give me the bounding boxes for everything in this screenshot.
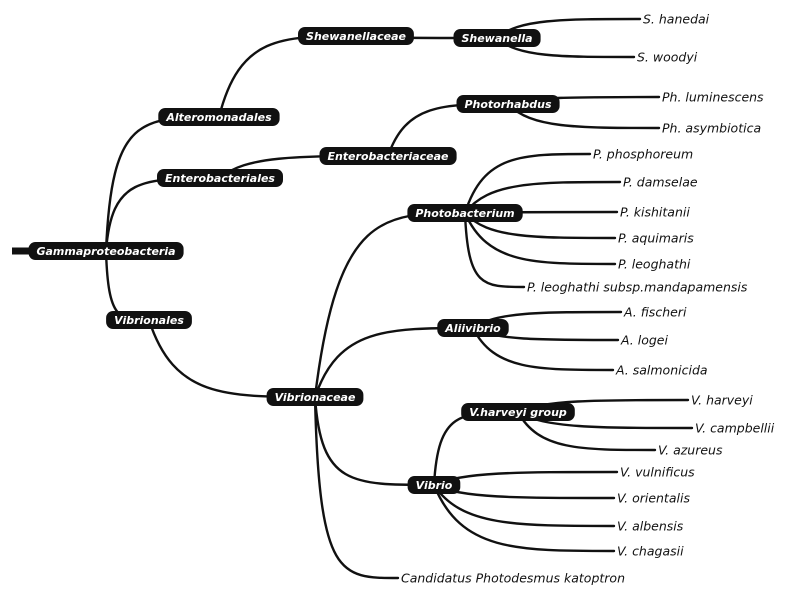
node-pill: [453, 29, 541, 47]
node-pill: [437, 319, 509, 337]
node-label: P. aquimaris: [618, 231, 694, 246]
node-label: V. azureus: [658, 443, 723, 458]
node-label: P. leoghathi: [618, 257, 691, 272]
node-label: A. logei: [620, 333, 668, 348]
node-label: V.harveyi group: [469, 406, 567, 419]
species-label-a_salmo: A. salmonicida: [615, 363, 708, 378]
edge-photobacterium-p_leog: [463, 211, 617, 266]
node-label: V. harveyi: [691, 393, 753, 408]
species-label-p_leog: P. leoghathi: [618, 257, 691, 272]
node-pill: [456, 95, 560, 113]
node-label: V. campbellii: [695, 421, 775, 436]
taxon-node-photorhabdus: Photorhabdus: [456, 95, 560, 113]
node-label: Alteromonadales: [165, 111, 272, 124]
species-label-a_fisch: A. fischeri: [623, 305, 687, 320]
edge-vibrionaceae-cand: [313, 395, 400, 580]
node-pill: [157, 169, 283, 187]
taxon-node-entero: Enterobacteriales: [157, 169, 283, 187]
node-label: Vibrionales: [114, 314, 184, 327]
edge-vibrio-v_albe: [432, 483, 616, 528]
node-label: Ph. asymbiotica: [662, 121, 761, 136]
species-label-v_azur: V. azureus: [658, 443, 723, 458]
node-label: P. damselae: [623, 175, 698, 190]
species-label-p_phos: P. phosphoreum: [593, 147, 693, 162]
node-label: V. chagasii: [617, 544, 684, 559]
species-label-v_orie: V. orientalis: [617, 491, 690, 506]
taxon-node-aliivibrio: Aliivibrio: [437, 319, 509, 337]
species-label-s_hanedai: S. hanedai: [643, 12, 710, 27]
species-label-p_leog_m: P. leoghathi subsp.mandapamensis: [527, 280, 748, 295]
edge-vibrionaceae-vibrio: [313, 395, 436, 487]
edge-vibrio-v_chag: [432, 483, 616, 553]
node-label: P. phosphoreum: [593, 147, 693, 162]
species-label-ph_lum: Ph. luminescens: [662, 90, 764, 105]
taxon-node-photobacterium: Photobacterium: [407, 204, 523, 222]
node-label: Gammaproteobacteria: [36, 245, 175, 258]
taxon-node-gamma: Gammaproteobacteria: [28, 242, 184, 260]
taxon-node-shewaceae: Shewanellaceae: [298, 27, 414, 45]
edge-aliivibrio-a_salmo: [471, 326, 615, 372]
edge-photobacterium-p_phos: [463, 152, 592, 215]
edge-photobacterium-p_dams: [463, 180, 622, 215]
node-pill: [298, 27, 414, 45]
species-label-v_albe: V. albensis: [617, 519, 684, 534]
species-label-v_vuln: V. vulnificus: [620, 465, 695, 480]
node-label: Aliivibrio: [444, 322, 501, 335]
species-label-v_chag: V. chagasii: [617, 544, 684, 559]
node-label: Shewanellaceae: [306, 30, 406, 43]
species-label-ph_asym: Ph. asymbiotica: [662, 121, 761, 136]
node-label: A. fischeri: [623, 305, 687, 320]
node-label: V. vulnificus: [620, 465, 695, 480]
taxon-node-vibrio: Vibrio: [407, 476, 461, 494]
species-label-v_harv: V. harveyi: [691, 393, 753, 408]
node-label: V. orientalis: [617, 491, 690, 506]
species-label-a_logei: A. logei: [620, 333, 668, 348]
taxon-node-vibrionales: Vibrionales: [106, 311, 192, 329]
node-label: P. leoghathi subsp.mandapamensis: [527, 280, 748, 295]
taxon-node-enteroceae: Enterobacteriaceae: [319, 147, 457, 165]
node-pill: [28, 242, 184, 260]
node-label: V. albensis: [617, 519, 684, 534]
node-label: A. salmonicida: [615, 363, 708, 378]
node-label: Candidatus Photodesmus katoptron: [401, 571, 625, 586]
node-pill: [158, 108, 280, 126]
node-pill: [266, 388, 364, 406]
species-label-s_woodyi: S. woodyi: [637, 50, 698, 65]
nodes-layer: Gammaproteobacteria AlteromonadalesEntero…: [28, 12, 775, 586]
node-label: S. hanedai: [643, 12, 710, 27]
node-label: Photorhabdus: [464, 98, 552, 111]
node-label: S. woodyi: [637, 50, 698, 65]
edge-photobacterium-p_leog_m: [463, 211, 526, 289]
node-pill: [106, 311, 192, 329]
node-label: Vibrio: [416, 479, 453, 492]
species-label-cand: Candidatus Photodesmus katoptron: [401, 571, 625, 586]
node-pill: [319, 147, 457, 165]
species-label-v_camp: V. campbellii: [695, 421, 775, 436]
taxon-node-vibrionaceae: Vibrionaceae: [266, 388, 364, 406]
node-label: Enterobacteriales: [165, 172, 275, 185]
node-pill: [461, 403, 575, 421]
node-pill: [407, 476, 461, 494]
node-label: P. kishitanii: [620, 205, 690, 220]
node-label: Ph. luminescens: [662, 90, 764, 105]
node-pill: [407, 204, 523, 222]
species-label-p_kish: P. kishitanii: [620, 205, 690, 220]
node-label: Photobacterium: [415, 207, 514, 220]
edge-vharveyi-v_azur: [516, 410, 657, 452]
species-label-p_aqui: P. aquimaris: [618, 231, 694, 246]
node-label: Shewanella: [461, 32, 532, 45]
node-label: Enterobacteriaceae: [327, 150, 449, 163]
node-label: Vibrionaceae: [275, 391, 356, 404]
species-label-p_dams: P. damselae: [623, 175, 698, 190]
taxon-node-shewanella: Shewanella: [453, 29, 541, 47]
taxon-node-altero: Alteromonadales: [158, 108, 280, 126]
taxon-node-vharveyi: V.harveyi group: [461, 403, 575, 421]
